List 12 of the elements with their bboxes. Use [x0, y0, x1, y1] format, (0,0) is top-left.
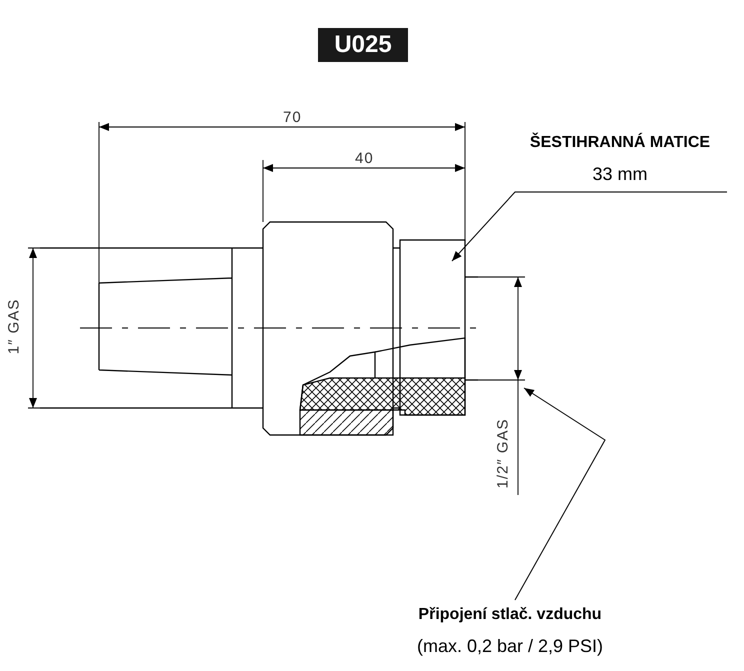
pressure-note: (max. 0,2 bar / 2,9 PSI) — [416, 635, 604, 658]
dimension-value: 1″ GAS — [5, 298, 22, 354]
hex-nut-drawing — [299, 239, 466, 416]
dimension-value: 33 mm — [591, 163, 648, 186]
leader-line — [452, 192, 728, 262]
dimension-value: 40 — [355, 150, 374, 167]
dimension-value: 70 — [283, 109, 302, 126]
title-badge: U025 — [318, 28, 408, 62]
dimension-value: 1/2″ GAS — [494, 418, 512, 488]
part-name: ŠESTIHRANNÁ MATICE — [528, 132, 712, 153]
leader-line — [514, 388, 606, 600]
connection-label: Připojení stlač. vzduchu — [417, 605, 603, 625]
